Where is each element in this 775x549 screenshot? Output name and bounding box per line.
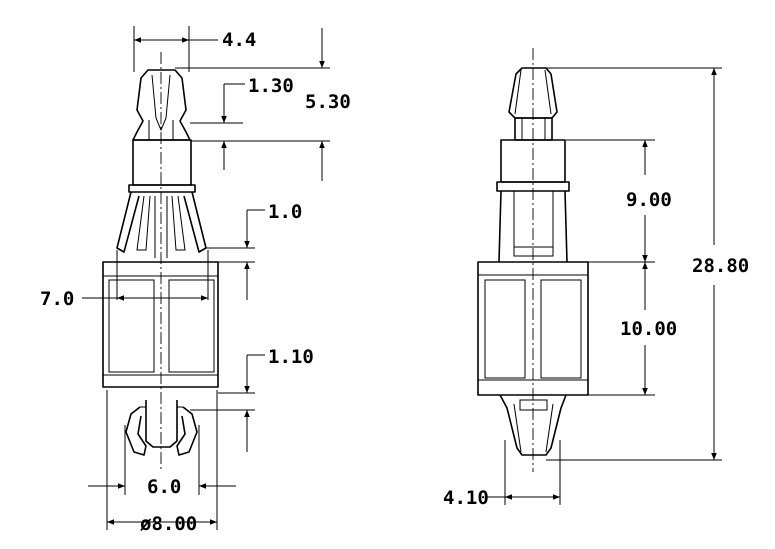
front-view [102, 52, 219, 470]
dim-top-height: 5.30 [305, 91, 351, 113]
front-bottom-clip [125, 406, 198, 456]
side-bottom-tip [499, 394, 567, 456]
dim-bottom-clip-width: 6.0 [147, 476, 181, 498]
front-dimensions [82, 26, 330, 530]
dim-total-height: 28.80 [692, 255, 749, 277]
dim-overall-diameter: ø8.00 [140, 513, 197, 535]
dim-bottom-gap: 1.10 [268, 346, 314, 368]
side-view [477, 48, 589, 472]
side-flange [496, 181, 570, 192]
front-top-snap [132, 69, 191, 141]
dim-body-height: 10.00 [620, 318, 677, 340]
side-top-tip [508, 67, 558, 119]
dim-tip-width: 4.10 [443, 487, 489, 509]
side-dimensions [485, 67, 722, 505]
dim-body-width: 7.0 [40, 288, 74, 310]
dimension-labels: 4.4 1.30 5.30 1.0 7.0 1.10 6.0 ø8.00 9.0… [40, 29, 749, 535]
front-body [102, 261, 219, 388]
dim-upper-height: 9.00 [626, 189, 672, 211]
side-body [477, 261, 589, 396]
dim-flange-thickness: 1.0 [268, 201, 302, 223]
front-splayed-legs [116, 191, 207, 253]
front-upper-shank [132, 139, 192, 186]
dim-top-width: 4.4 [222, 29, 256, 51]
dim-groove-depth: 1.30 [248, 75, 294, 97]
front-flange [128, 184, 196, 193]
